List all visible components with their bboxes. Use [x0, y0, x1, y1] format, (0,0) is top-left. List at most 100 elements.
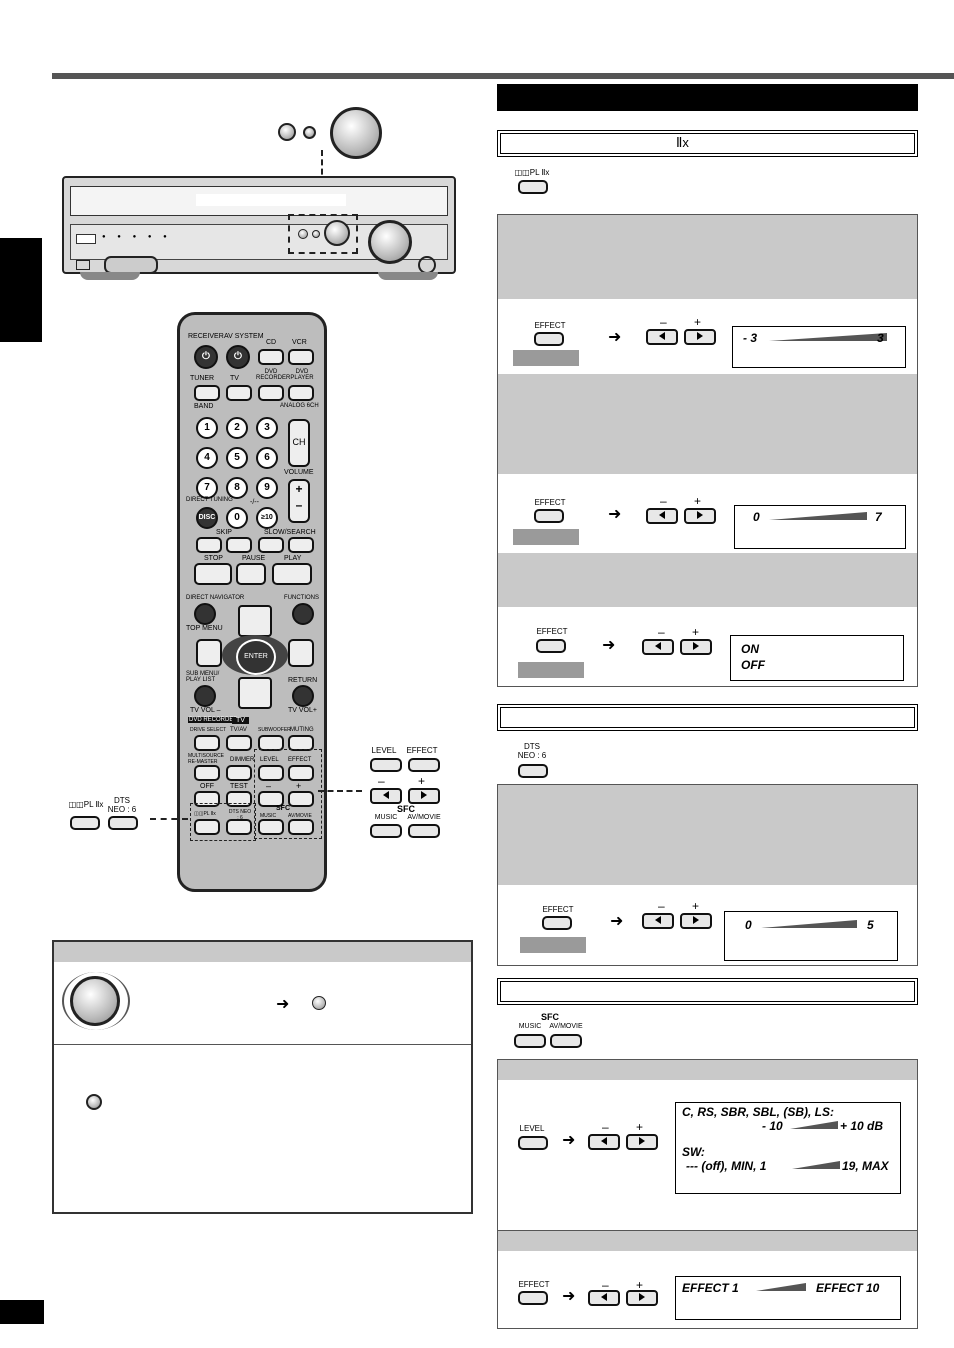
dvd-recorder-button[interactable]: [258, 385, 284, 401]
callout-plus-button[interactable]: [408, 788, 440, 804]
remote-pl2x-button[interactable]: [194, 819, 220, 835]
return-button[interactable]: [292, 685, 314, 707]
search-back-button[interactable]: [258, 537, 284, 553]
remote-dts-neo-button[interactable]: [226, 819, 252, 835]
stop-button[interactable]: [194, 563, 232, 585]
sfc-effect-plus-label: +: [636, 1278, 644, 1292]
digit-0-button[interactable]: 0: [226, 507, 248, 529]
remote-label-minus: –: [266, 781, 272, 791]
callout-music-button[interactable]: [370, 824, 402, 838]
row2-effect-button[interactable]: [534, 509, 564, 523]
dts-plus-button[interactable]: [680, 913, 712, 929]
digit-4-button[interactable]: 4: [196, 447, 218, 469]
callout-av-movie-button[interactable]: [408, 824, 440, 838]
row1-plus-button[interactable]: [684, 329, 716, 345]
channel-rocker[interactable]: CH: [288, 419, 310, 467]
enter-button[interactable]: ENTER: [236, 639, 276, 675]
remote-label-dvd-player: DVD PLAYER: [290, 369, 314, 381]
dts-minus-button[interactable]: [642, 913, 674, 929]
dts-effect-button[interactable]: [542, 916, 572, 930]
play-button[interactable]: [272, 563, 312, 585]
remote-label-level: LEVEL: [260, 757, 279, 763]
callout-effect-button[interactable]: [408, 758, 440, 772]
dts-callout-button[interactable]: [108, 816, 138, 830]
sfc-level-minus-button[interactable]: [588, 1134, 620, 1150]
cd-button[interactable]: [258, 349, 284, 365]
disc-button[interactable]: DISC: [196, 507, 218, 529]
dts-arrow: ➜: [610, 913, 624, 930]
muting-button[interactable]: [288, 735, 314, 751]
row3-minus-button[interactable]: [642, 639, 674, 655]
digit-3-button[interactable]: 3: [256, 417, 278, 439]
digit-2-button[interactable]: 2: [226, 417, 248, 439]
callout-level-button[interactable]: [370, 758, 402, 772]
skip-forward-button[interactable]: [226, 537, 252, 553]
sub-menu-button[interactable]: [194, 685, 216, 707]
dts-neo-button[interactable]: [518, 764, 548, 778]
drive-select-button[interactable]: [194, 735, 220, 751]
vcr-button[interactable]: [288, 349, 314, 365]
pause-button[interactable]: [236, 563, 266, 585]
digit-8-button[interactable]: 8: [226, 477, 248, 499]
top-rule: [52, 73, 954, 79]
row1-effect-button[interactable]: [534, 332, 564, 346]
ten-plus-button[interactable]: ≥10: [256, 507, 278, 529]
sfc-effect-minus-button[interactable]: [588, 1290, 620, 1306]
pl2x-button[interactable]: [518, 180, 548, 194]
sfc-effect-button[interactable]: [518, 1291, 548, 1305]
nav-right-button[interactable]: [288, 639, 314, 667]
callout-minus-button[interactable]: [370, 788, 402, 804]
row2-plus-label: +: [694, 494, 702, 508]
remote-level-button[interactable]: [258, 765, 284, 781]
digit-7-button[interactable]: 7: [196, 477, 218, 499]
digit-1-button[interactable]: 1: [196, 417, 218, 439]
surround-keys-dashed-box: [190, 803, 256, 841]
remote-plus-button[interactable]: [288, 791, 314, 807]
receiver-power-button[interactable]: ⏻: [194, 345, 218, 369]
pl2x-callout-button[interactable]: [70, 816, 100, 830]
dts-display: 0 5: [724, 911, 898, 961]
dts-callout-label-1: DTS: [114, 796, 130, 805]
sfc-av-movie-button[interactable]: [550, 1034, 582, 1048]
row2-arrow: ➜: [608, 506, 622, 523]
dvd-player-button[interactable]: [288, 385, 314, 401]
digit-5-button[interactable]: 5: [226, 447, 248, 469]
remote-label-tv-vol-plus: TV VOL+: [288, 707, 317, 714]
remote-label-tuner: TUNER: [190, 375, 215, 382]
receiver-zoom-knobs: [276, 105, 386, 161]
sfc-music-button[interactable]: [514, 1034, 546, 1048]
dimmer-button[interactable]: [226, 765, 252, 781]
row2-minus-button[interactable]: [646, 508, 678, 524]
tuner-button[interactable]: [194, 385, 220, 401]
skip-back-button[interactable]: [196, 537, 222, 553]
functions-button[interactable]: [292, 603, 314, 625]
callout-minus-label: –: [378, 774, 385, 788]
row1-display: - 3 3: [732, 326, 906, 368]
subwoofer-button[interactable]: [258, 735, 284, 751]
row2-plus-button[interactable]: [684, 508, 716, 524]
sfc-effect-plus-button[interactable]: [626, 1290, 658, 1306]
remote-effect-button[interactable]: [288, 765, 314, 781]
navigation-cross[interactable]: ENTER: [222, 605, 288, 709]
row3-plus-button[interactable]: [680, 639, 712, 655]
sfc-level-button[interactable]: [518, 1136, 548, 1150]
digit-9-button[interactable]: 9: [256, 477, 278, 499]
remote-label-return: RETURN: [288, 677, 318, 684]
remaster-button[interactable]: [194, 765, 220, 781]
remote-av-movie-button[interactable]: [288, 819, 314, 835]
digit-6-button[interactable]: 6: [256, 447, 278, 469]
remote-music-button[interactable]: [258, 819, 284, 835]
volume-rocker[interactable]: +–: [288, 479, 310, 523]
row3-effect-button[interactable]: [536, 639, 566, 653]
remote-label-sub-menu: SUB MENU/ PLAY LIST: [186, 671, 220, 683]
direct-navigator-button[interactable]: [194, 603, 216, 625]
tv-button[interactable]: [226, 385, 252, 401]
av-system-power-button[interactable]: ⏻: [226, 345, 250, 369]
nav-left-button[interactable]: [196, 639, 222, 667]
search-forward-button[interactable]: [288, 537, 314, 553]
row1-minus-button[interactable]: [646, 329, 678, 345]
remote-label-dvd-recorder: DVD RECORDER: [256, 369, 291, 381]
sfc-level-plus-button[interactable]: [626, 1134, 658, 1150]
tv-av-button[interactable]: [226, 735, 252, 751]
remote-minus-button[interactable]: [258, 791, 284, 807]
